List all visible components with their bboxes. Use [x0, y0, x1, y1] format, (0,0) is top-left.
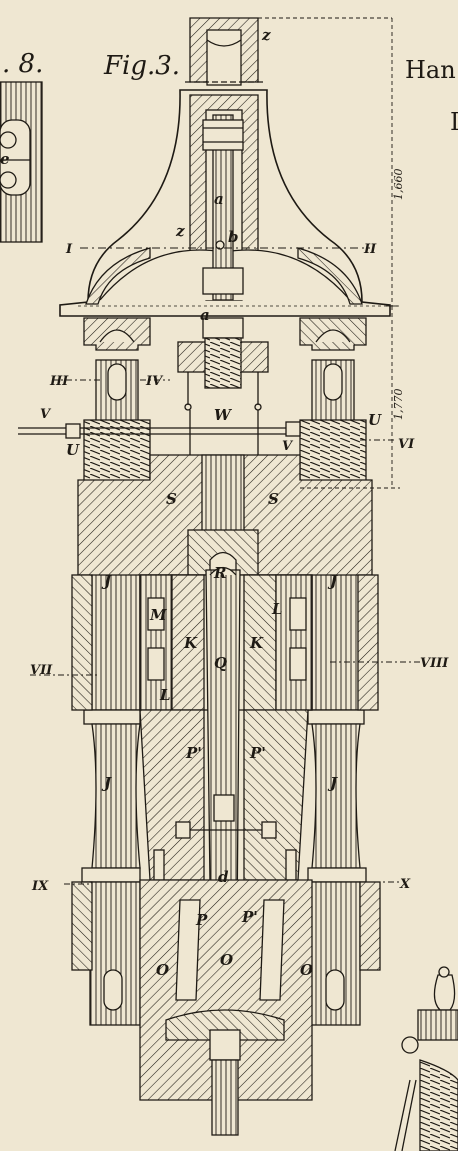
label-S-right: S [268, 490, 279, 508]
section-mark-V-right: V [282, 439, 294, 454]
dimension-lines [258, 17, 400, 489]
dimension-lower: 1,770 [392, 389, 405, 421]
label-z-mid: z [175, 222, 185, 240]
label-J-upper-right: J [327, 572, 338, 590]
label-J-upper-left: J [101, 572, 112, 590]
label-J-lower-left: J [101, 774, 112, 792]
section-mark-IX: IX [31, 879, 49, 894]
label-e-detail: e [0, 150, 10, 168]
top-coupling [185, 17, 265, 86]
main-block-S [77, 454, 373, 576]
tie-rod [18, 410, 301, 455]
label-a-nut: a [200, 306, 210, 324]
section-mark-IV: IV [145, 374, 164, 389]
side-text-second: I [450, 108, 458, 136]
label-K-left: K [183, 634, 198, 652]
section-mark-VI: VI [398, 437, 415, 452]
label-b: b [228, 228, 239, 246]
label-z-top: z [261, 26, 271, 44]
section-mark-V-left: V [40, 407, 52, 422]
label-P-prime-left: P' [185, 744, 202, 762]
section-mark-VII: VII [30, 663, 53, 678]
detail-fig8 [0, 81, 43, 243]
label-U-left: U [66, 441, 80, 459]
collar [153, 794, 297, 881]
label-L-right: L [271, 600, 283, 618]
label-R: R [213, 564, 226, 582]
label-d: d [218, 868, 229, 886]
label-K-right: K [249, 634, 264, 652]
label-P-prime-right: P' [249, 744, 266, 762]
fig-prev-label: . 8. [2, 49, 43, 79]
label-P-lower-right: P' [241, 908, 258, 926]
section-mark-II: II [363, 242, 377, 257]
label-O-right: O [300, 961, 313, 979]
middle-nut [177, 317, 269, 411]
section-mark-VIII: VIII [420, 656, 449, 671]
label-a-rod: a [214, 190, 224, 208]
side-figure [394, 966, 458, 1151]
central-rod [202, 114, 244, 301]
column-left [81, 359, 151, 1026]
label-W: W [214, 406, 233, 424]
label-M: M [149, 606, 167, 624]
label-J-lower-right: J [327, 774, 338, 792]
section-mark-X: X [399, 877, 411, 892]
label-O-mid: O [220, 951, 233, 969]
dimension-upper: 1,660 [392, 169, 405, 201]
figure-title: Fig.3. [103, 51, 180, 81]
section-mark-III: III [49, 374, 69, 389]
section-mark-I: I [65, 242, 73, 257]
label-P-lower-left: P [195, 911, 208, 929]
bottom-block-O [139, 879, 313, 1136]
label-Q: Q [214, 654, 227, 672]
column-caps [83, 317, 367, 351]
label-O-left: O [156, 961, 169, 979]
label-S-left: S [166, 490, 177, 508]
label-L-left: L [159, 686, 171, 704]
label-U-right: U [368, 411, 382, 429]
side-text-top: Han [405, 56, 456, 84]
